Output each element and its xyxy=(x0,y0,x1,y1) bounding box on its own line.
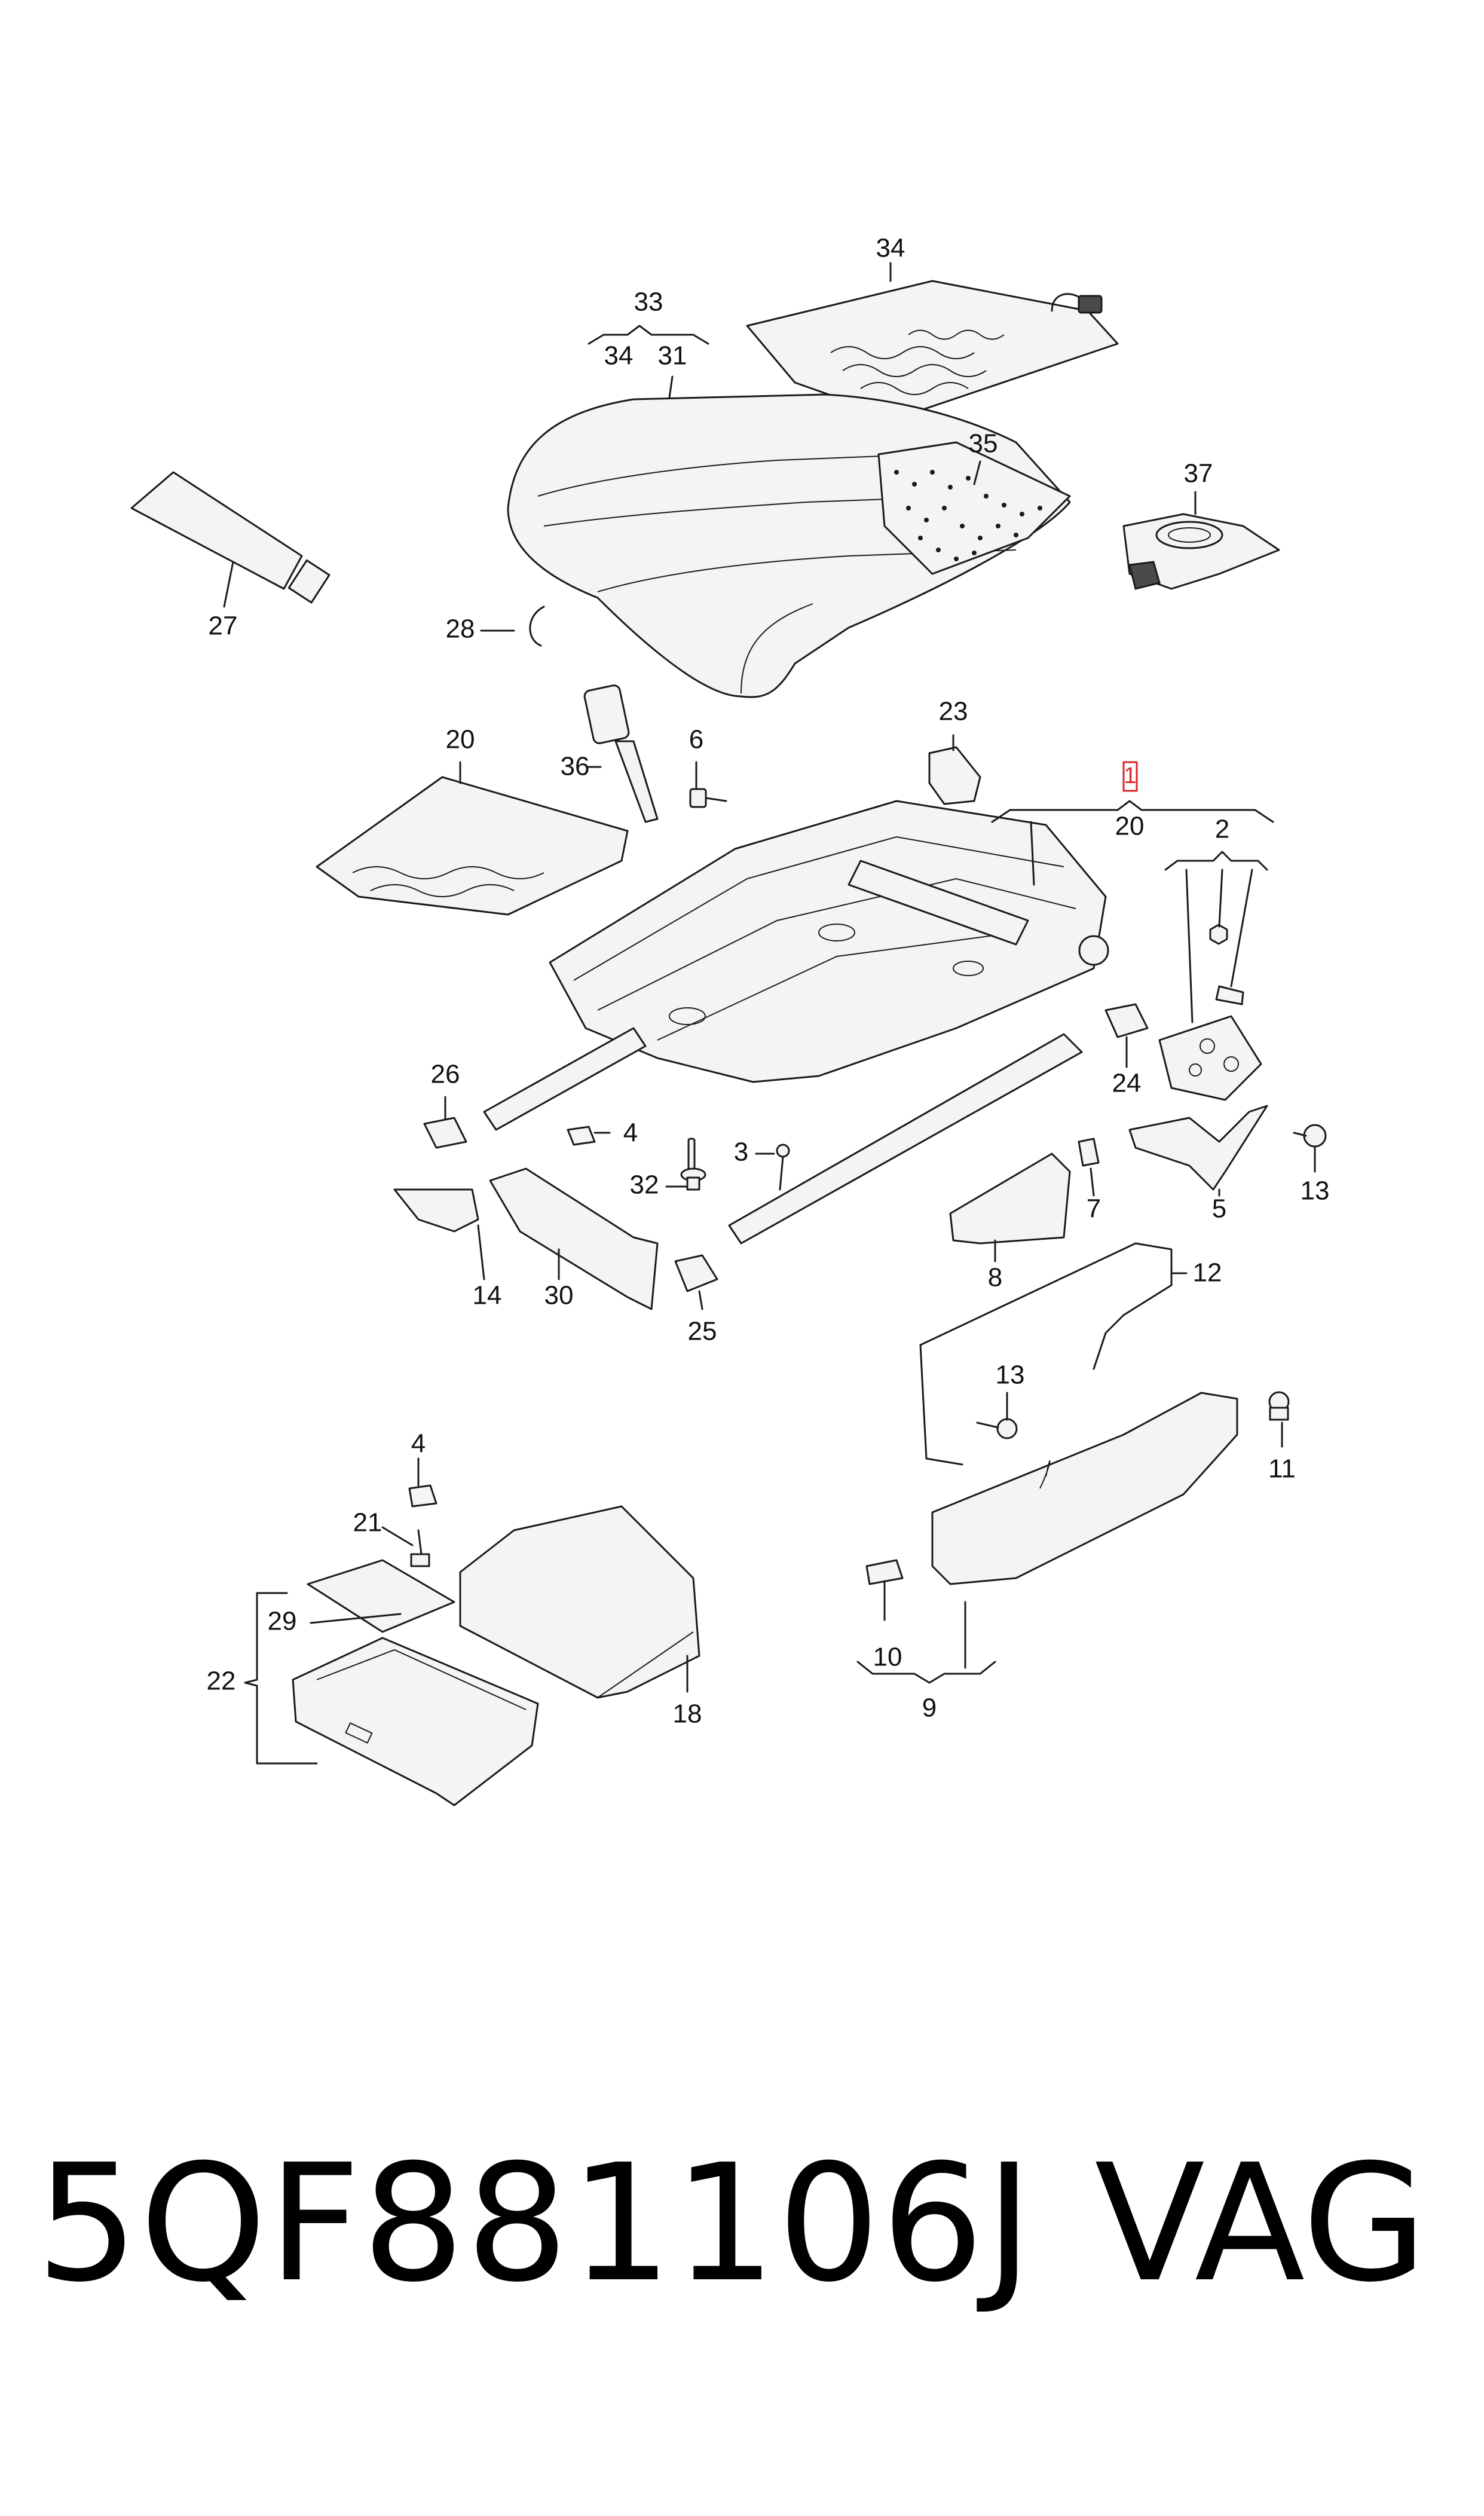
callout-34-top: 34 xyxy=(876,234,905,263)
holder xyxy=(423,1117,467,1149)
callout-1: 1 xyxy=(1124,763,1136,788)
seat-ventilation-unit xyxy=(1122,513,1280,590)
trim-clip-7 xyxy=(1078,1138,1100,1167)
callout-31: 31 xyxy=(658,341,687,371)
callout-30: 30 xyxy=(544,1281,574,1310)
rivet xyxy=(680,1138,706,1191)
screw xyxy=(1293,1124,1327,1148)
footer: 5QF881106J VAG xyxy=(0,2128,1484,2319)
seat-cushion xyxy=(507,393,1071,698)
callout-8: 8 xyxy=(988,1263,1002,1292)
side-trim-panel xyxy=(931,1392,1238,1585)
callout-14: 14 xyxy=(473,1281,502,1310)
clip-10 xyxy=(865,1559,904,1585)
callout-4-mid: 4 xyxy=(623,1118,638,1148)
callout-11: 11 xyxy=(1268,1454,1296,1484)
screw-21 xyxy=(410,1529,430,1567)
callout-13-lower: 13 xyxy=(996,1361,1025,1390)
heating-mat xyxy=(746,280,1119,420)
callout-20-left: 20 xyxy=(446,725,475,754)
screw-3 xyxy=(776,1144,790,1191)
callout-34-sub: 34 xyxy=(604,341,634,371)
part-number: 5QF881106J xyxy=(36,2129,1034,2318)
callout-3: 3 xyxy=(734,1138,748,1167)
brand-name: VAG xyxy=(1094,2129,1427,2318)
callout-25: 25 xyxy=(688,1317,717,1346)
callout-7: 7 xyxy=(1087,1194,1101,1224)
link-bracket xyxy=(1128,1105,1268,1191)
callout-21: 21 xyxy=(353,1508,383,1537)
callout-24: 24 xyxy=(1112,1069,1142,1098)
callout-35: 35 xyxy=(969,429,998,458)
end-cap xyxy=(393,1188,479,1233)
plug xyxy=(1268,1391,1290,1421)
callout-2: 2 xyxy=(1215,815,1229,844)
callout-9: 9 xyxy=(922,1693,937,1723)
seat-support-spring xyxy=(316,776,629,916)
callout-27: 27 xyxy=(209,612,238,641)
hinge-plate xyxy=(1158,924,1262,1101)
clip-nut xyxy=(567,1126,596,1146)
callout-13-right: 13 xyxy=(1301,1176,1330,1206)
callout-4-lower: 4 xyxy=(411,1429,426,1459)
callout-28: 28 xyxy=(446,615,475,644)
trim-clip xyxy=(1104,1003,1149,1038)
callout-1-highlighted: 1 xyxy=(1122,761,1138,792)
retaining-clip xyxy=(529,606,545,647)
callout-6: 6 xyxy=(689,725,703,754)
callout-22: 22 xyxy=(207,1667,236,1696)
drawer-housing xyxy=(459,1505,700,1699)
cover-cap xyxy=(674,1254,718,1292)
storage-drawer xyxy=(292,1637,539,1806)
mounting-bracket xyxy=(489,1167,659,1310)
clip-nut-4 xyxy=(408,1484,437,1508)
callout-12: 12 xyxy=(1193,1258,1222,1288)
leader-lines xyxy=(223,262,1316,1765)
callout-labels: 34 33 34 31 35 37 27 28 20 36 6 23 1 20 … xyxy=(207,234,1330,1729)
callout-32: 32 xyxy=(630,1170,659,1200)
callout-20-right: 20 xyxy=(1115,812,1145,841)
callout-10: 10 xyxy=(873,1643,902,1672)
wire-frame xyxy=(919,1242,1173,1466)
callout-33: 33 xyxy=(634,288,663,317)
bracket xyxy=(928,746,981,805)
callout-36: 36 xyxy=(561,752,590,781)
callout-37: 37 xyxy=(1184,459,1213,488)
callout-18: 18 xyxy=(673,1699,702,1729)
adhesive-tube xyxy=(130,471,331,604)
callout-26: 26 xyxy=(431,1060,460,1089)
seat-frame xyxy=(483,800,1109,1245)
drawer-mat xyxy=(307,1559,455,1633)
callout-5: 5 xyxy=(1212,1194,1226,1224)
screw-13b xyxy=(976,1418,1018,1439)
callout-29: 29 xyxy=(268,1607,297,1636)
bolt xyxy=(689,788,727,808)
side-cover xyxy=(949,1152,1071,1245)
callout-23: 23 xyxy=(939,697,968,726)
seat-belt-buckle xyxy=(583,684,659,823)
